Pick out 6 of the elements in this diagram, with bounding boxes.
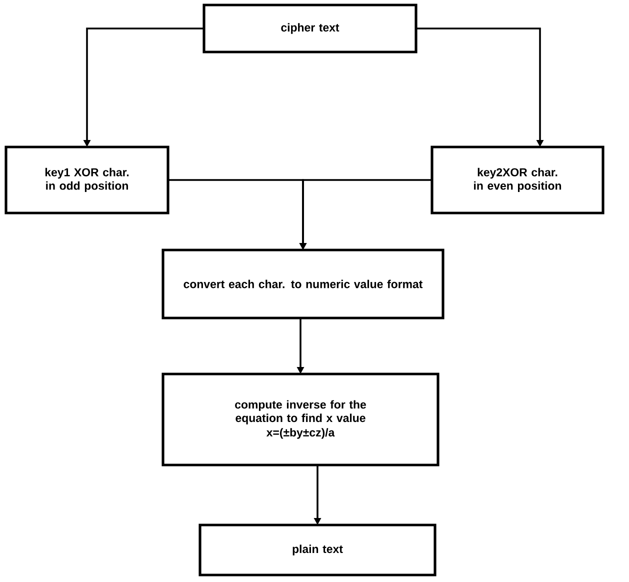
process-box: key1 XOR char. in odd position [4, 146, 170, 214]
process-box: key2XOR char. in even position [430, 146, 604, 214]
process-box: compute inverse for the equation to find x value x=(±by±cz)/a [162, 372, 440, 466]
process-box: convert each char. to numeric value format [162, 248, 444, 320]
process-box: cipher text [202, 4, 418, 54]
process-box: plain text [198, 524, 436, 576]
